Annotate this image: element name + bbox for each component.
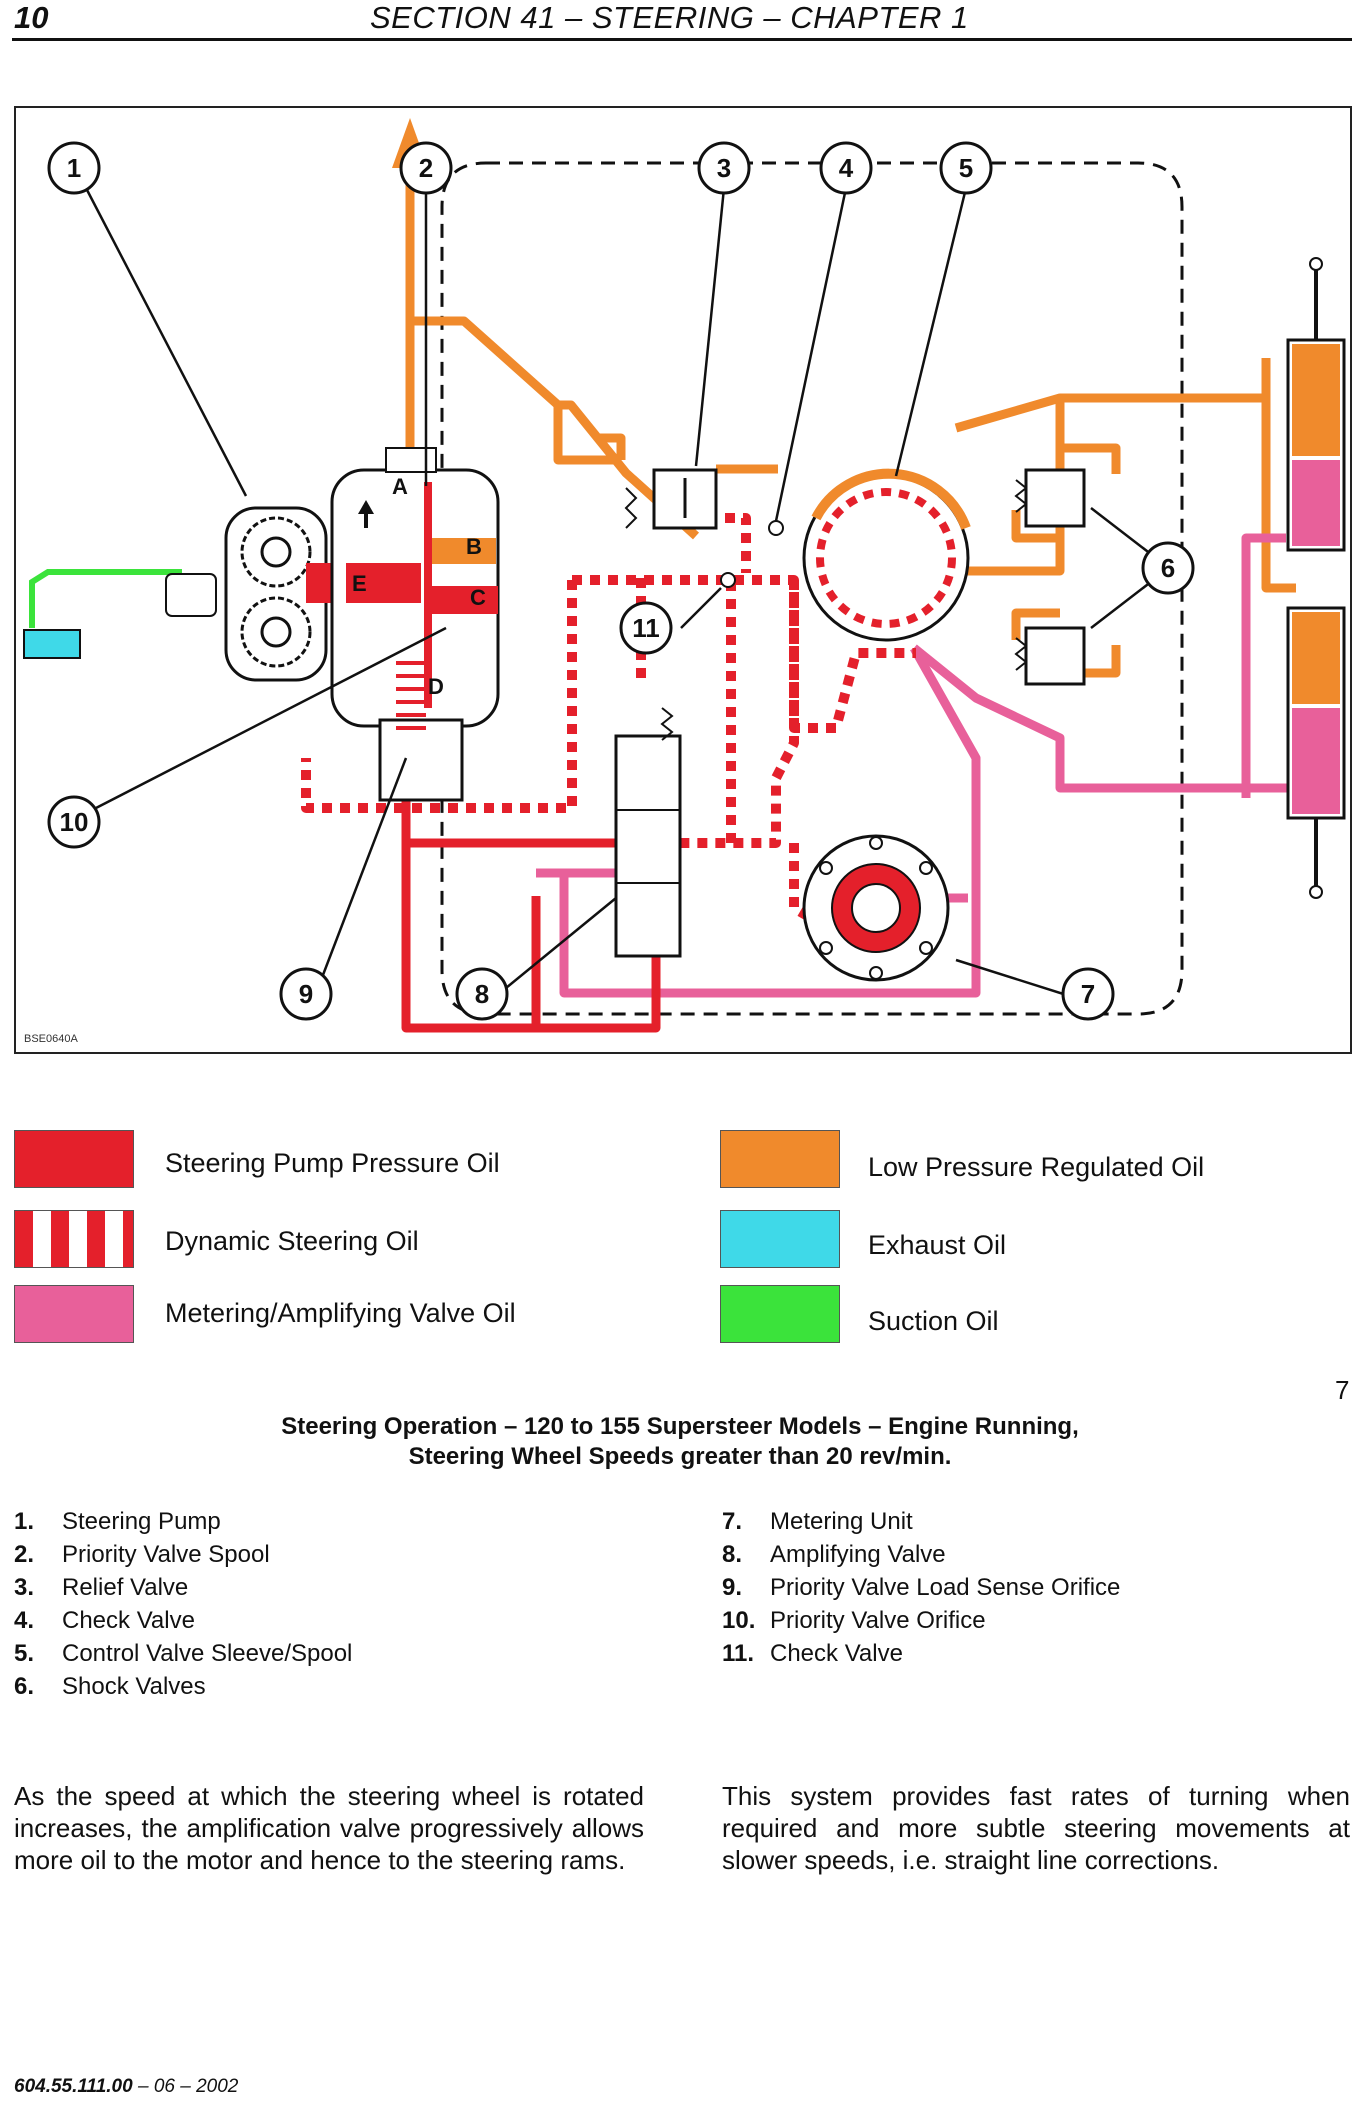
filter [165,573,217,617]
steering-cylinders [1286,257,1346,899]
svg-text:5: 5 [959,153,973,183]
legend-swatch-low-pressure [720,1130,840,1188]
legend-label: Metering/Amplifying Valve Oil [165,1298,516,1328]
legend-swatch-metering [14,1285,134,1343]
hydraulic-schematic: A B C D E [23,118,1346,1045]
svg-text:7: 7 [1081,979,1095,1009]
control-valve-sleeve [802,468,971,642]
hydraulic-diagram: A B C D E [14,106,1352,1054]
svg-text:11: 11 [632,613,660,643]
check-valve-4 [768,520,784,536]
legend-swatch-suction [720,1285,840,1343]
suction-line [29,569,182,628]
control-valve-enclosure [440,161,1184,1016]
list-item: 7.Metering Unit [722,1508,913,1535]
legend-label: Exhaust Oil [868,1230,1007,1260]
legend-swatch-exhaust [720,1210,840,1268]
priority-valve-body: A B C D E [330,447,500,802]
list-item: 2.Priority Valve Spool [14,1541,270,1568]
body-paragraph-left: As the speed at which the steering wheel… [14,1781,644,1875]
figure-caption: Steering Operation – 120 to 155 Superste… [0,1412,1352,1472]
callouts: 1 2 3 4 5 6 7 8 9 10 11 [47,141,1195,1021]
legend-swatch-pump-pressure [14,1130,134,1188]
amplifying-valve [614,707,682,958]
body-paragraph-right: This system provides fast rates of turni… [722,1781,1350,1875]
footer-document-code: 604.55.111.00 – 06 – 2002 [14,2076,239,2097]
legend-label: Dynamic Steering Oil [165,1226,419,1256]
list-item: 1.Steering Pump [14,1508,221,1535]
legend-swatch-dynamic-steering [14,1210,134,1268]
list-item: 8.Amplifying Valve [722,1541,946,1568]
figure-number: 7 [1335,1375,1350,1405]
svg-text:D: D [428,674,444,699]
caption-line-1: Steering Operation – 120 to 155 Superste… [281,1413,1079,1440]
svg-text:6: 6 [1161,553,1175,583]
legend-label: Suction Oil [868,1306,999,1336]
shock-valves [1014,468,1086,686]
svg-text:C: C [470,585,486,610]
reservoir [23,629,81,659]
metering-lines [536,533,1296,998]
caption-line-2: Steering Wheel Speeds greater than 20 re… [408,1443,952,1470]
steering-pump [224,506,342,682]
page-number: 10 [14,0,49,35]
list-item: 4.Check Valve [14,1607,195,1634]
leader-lines [84,187,1157,1000]
list-item: 9.Priority Valve Load Sense Orifice [722,1574,1121,1601]
svg-text:9: 9 [299,979,313,1009]
list-item: 6.Shock Valves [14,1673,206,1700]
svg-text:1: 1 [67,153,81,183]
reference-code: BSE0640A [24,1033,78,1045]
svg-text:3: 3 [717,153,731,183]
list-item: 5.Control Valve Sleeve/Spool [14,1640,353,1667]
svg-text:B: B [466,534,482,559]
svg-text:10: 10 [60,807,89,837]
svg-text:E: E [352,571,367,596]
section-title: SECTION 41 – STEERING – CHAPTER 1 [370,0,969,35]
list-item: 11.Check Valve [722,1640,903,1667]
svg-text:A: A [392,474,408,499]
svg-text:8: 8 [475,979,489,1009]
legend-label: Low Pressure Regulated Oil [868,1152,1205,1182]
svg-text:2: 2 [419,153,433,183]
svg-text:4: 4 [839,153,854,183]
header-rule [12,38,1352,41]
list-item: 3.Relief Valve [14,1574,189,1601]
relief-valve [624,468,718,530]
list-item: 10.Priority Valve Orifice [722,1607,986,1634]
check-valve-11 [720,572,736,588]
legend-label: Steering Pump Pressure Oil [165,1148,500,1178]
metering-unit [802,834,950,982]
